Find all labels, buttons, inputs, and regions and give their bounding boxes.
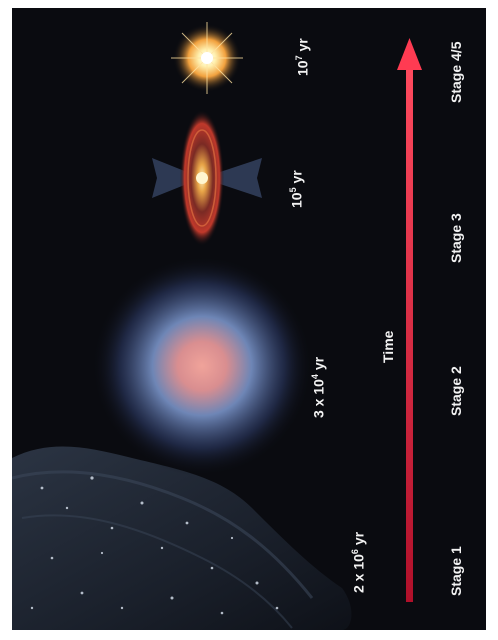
- time-axis-label: Time: [380, 330, 396, 363]
- stage-3-label: Stage 3: [448, 213, 464, 263]
- timescale-stage-4-5: 107 yr: [294, 38, 311, 76]
- timescale-stage-2: 3 x 104 yr: [310, 356, 327, 418]
- timescale-stage-3: 105 yr: [288, 170, 305, 208]
- stage-2-label: Stage 2: [448, 366, 464, 416]
- timescale-stage-1: 2 x 106 yr: [350, 531, 367, 593]
- illustration: [12, 22, 422, 630]
- protostar-disk: [152, 110, 262, 246]
- young-star: [171, 22, 243, 94]
- star-formation-diagram: 2 x 106 yr 3 x 104 yr 105 yr 107 yr Time…: [12, 8, 486, 630]
- molecular-cloud: [12, 446, 352, 630]
- time-arrow: [397, 38, 422, 602]
- stage-1-label: Stage 1: [448, 546, 464, 596]
- collapsing-cloud-core: [92, 256, 312, 476]
- stage-4-5-label: Stage 4/5: [448, 41, 464, 103]
